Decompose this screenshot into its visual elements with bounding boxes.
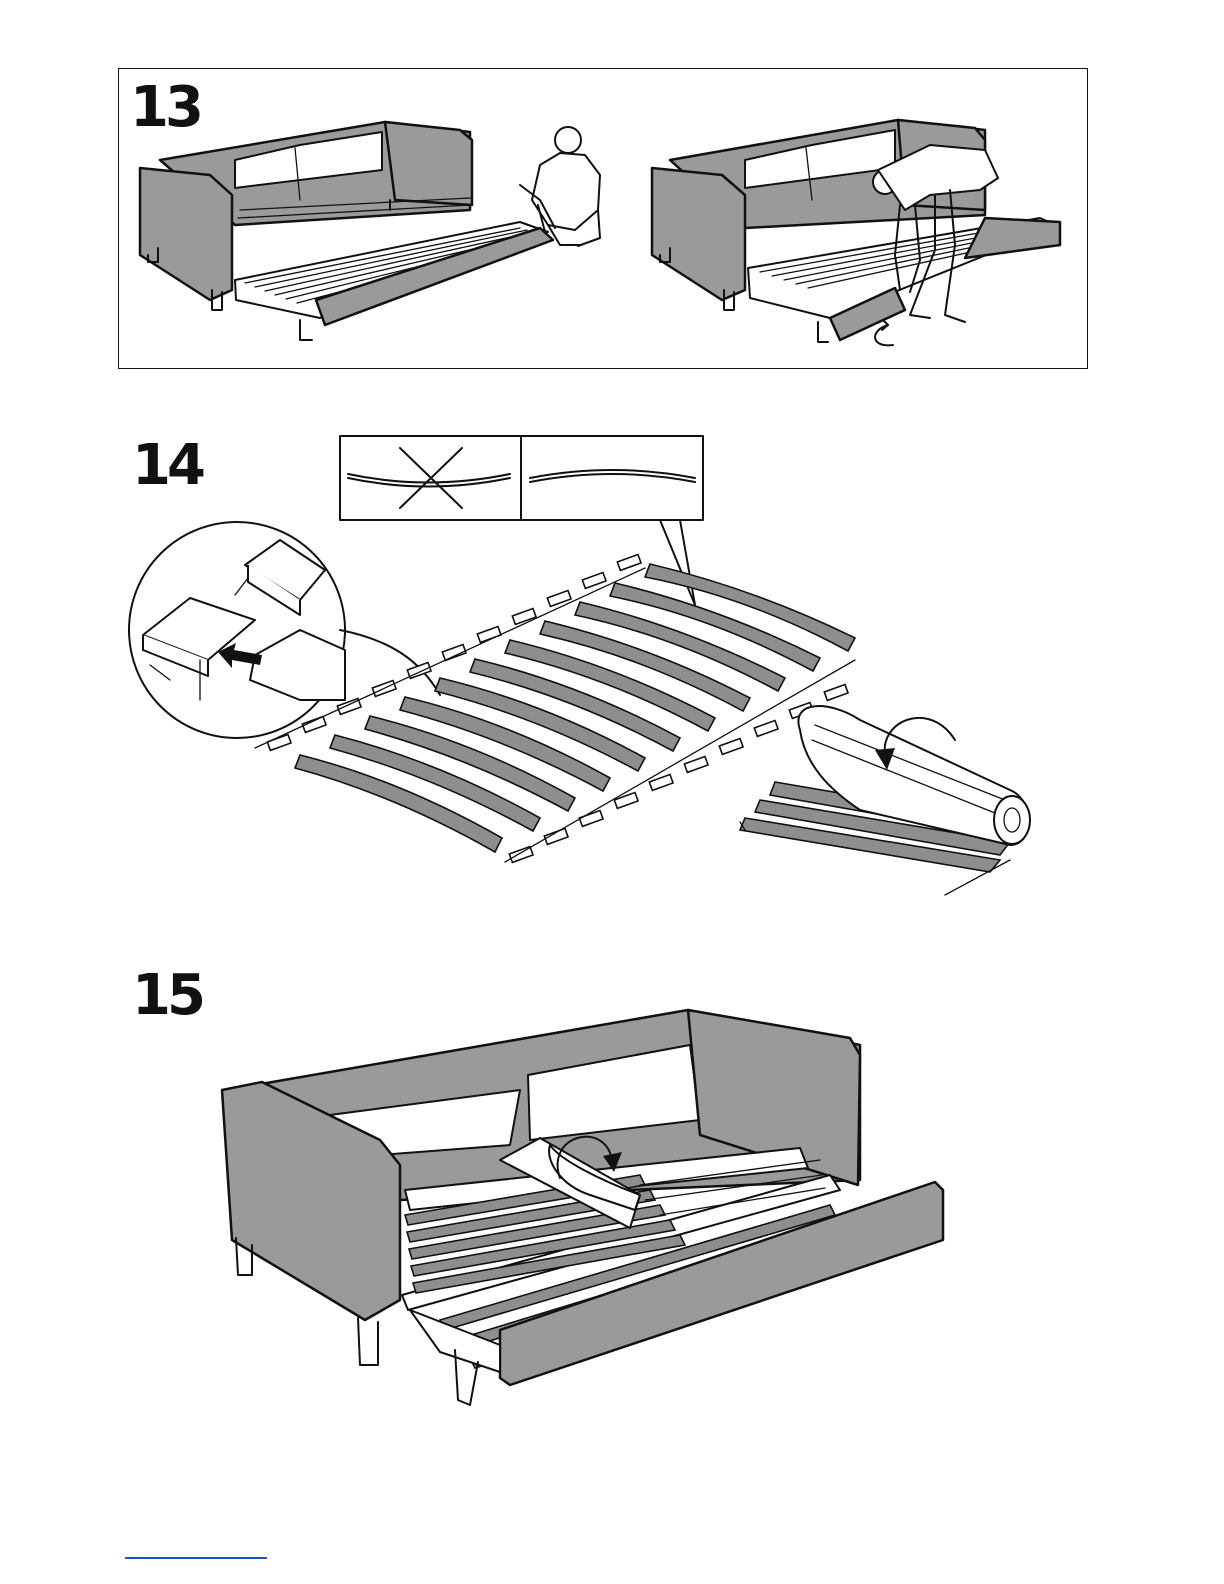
footer-rule (125, 1557, 267, 1559)
